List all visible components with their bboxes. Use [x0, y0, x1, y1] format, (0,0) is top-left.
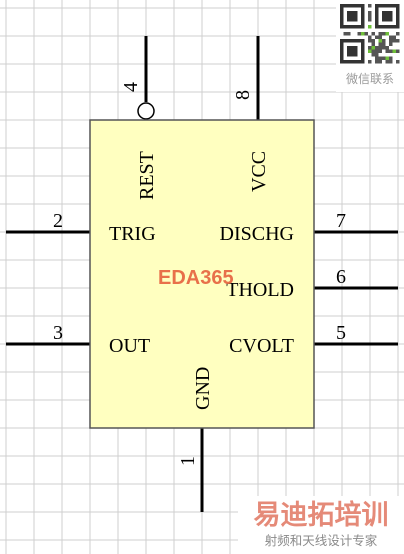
qr-module — [389, 60, 393, 64]
qr-module — [382, 46, 386, 50]
pin-6-name: THOLD — [226, 279, 294, 301]
qr-module — [382, 32, 386, 36]
qr-code-icon — [340, 4, 400, 64]
bottom-watermark-background — [238, 496, 404, 554]
qr-module — [368, 46, 372, 50]
qr-module — [368, 4, 372, 8]
qr-module — [396, 32, 400, 36]
qr-module — [368, 25, 372, 29]
component-body[interactable] — [89, 119, 315, 429]
bottom-watermark-subtitle: 射频和天线设计专家 — [265, 533, 378, 548]
qr-module — [368, 18, 372, 22]
qr-module — [378, 42, 382, 46]
pin-3-name: OUT — [109, 335, 150, 357]
qr-module — [385, 56, 389, 60]
qr-module — [389, 49, 393, 53]
qr-module — [378, 35, 382, 39]
bottom-watermark: 易迪拓培训 射频和天线设计专家 — [238, 496, 404, 554]
qr-module — [382, 42, 386, 46]
qr-module — [368, 11, 372, 15]
qr-module — [371, 53, 375, 57]
qr-module — [389, 56, 393, 60]
qr-module — [392, 39, 396, 43]
qr-module — [396, 49, 400, 53]
qr-module — [378, 60, 382, 64]
pin-8-number: 8 — [232, 90, 254, 100]
qr-watermark: 微信联系 — [336, 0, 404, 92]
qr-module — [343, 32, 347, 36]
qr-module — [368, 39, 372, 43]
qr-module — [385, 46, 389, 50]
qr-module — [389, 39, 393, 43]
qr-module — [392, 49, 396, 53]
qr-module — [364, 32, 368, 36]
qr-module — [396, 60, 400, 64]
qr-module — [375, 60, 379, 64]
pin-1-name: GND — [192, 367, 214, 410]
qr-finder-pattern — [375, 4, 400, 29]
qr-module — [375, 35, 379, 39]
qr-module — [385, 60, 389, 64]
pin-lines — [6, 36, 398, 512]
qr-module — [389, 35, 393, 39]
qr-module — [368, 14, 372, 18]
pin-4-number: 4 — [120, 82, 142, 92]
pin-1-number: 1 — [177, 456, 199, 466]
pin-5-name: CVOLT — [229, 335, 294, 357]
qr-module — [389, 42, 393, 46]
qr-module — [375, 56, 379, 60]
qr-module — [378, 56, 382, 60]
qr-module — [368, 35, 372, 39]
qr-module — [371, 39, 375, 43]
qr-module — [375, 46, 379, 50]
pin-6-number: 6 — [336, 266, 346, 288]
qr-module — [378, 49, 382, 53]
qr-module — [368, 60, 372, 64]
pin-4-name: REST — [136, 151, 158, 200]
qr-module — [371, 49, 375, 53]
pin-5-number: 5 — [336, 322, 346, 344]
qr-module — [375, 53, 379, 57]
qr-module — [378, 46, 382, 50]
pin-names: REST VCC TRIG DISCHG THOLD OUT CVOLT GND — [109, 151, 294, 410]
qr-module — [382, 39, 386, 43]
qr-module — [371, 46, 375, 50]
bottom-watermark-title: 易迪拓培训 — [254, 500, 389, 530]
qr-module — [378, 39, 382, 43]
pin-2-name: TRIG — [109, 223, 156, 245]
qr-module — [378, 32, 382, 36]
pin-7-number: 7 — [336, 210, 346, 232]
pin-4-inversion-bubble — [137, 102, 155, 120]
pin-7-name: DISCHG — [220, 223, 294, 245]
qr-finder-pattern — [340, 39, 365, 64]
qr-caption: 微信联系 — [346, 72, 394, 86]
qr-module — [361, 32, 365, 36]
eda365-watermark-label: EDA365 — [158, 267, 234, 289]
qr-module — [371, 32, 375, 36]
pin-2-number: 2 — [53, 210, 63, 232]
qr-module — [396, 39, 400, 43]
qr-module — [368, 49, 372, 53]
pin-3-number: 3 — [53, 322, 63, 344]
qr-module — [375, 49, 379, 53]
qr-finder-pattern — [340, 4, 365, 29]
qr-module — [385, 32, 389, 36]
qr-module — [371, 42, 375, 46]
pin-8-name: VCC — [248, 151, 270, 192]
pin-numbers: 4 8 2 7 6 3 5 1 — [53, 82, 346, 466]
qr-module — [385, 49, 389, 53]
qr-module — [357, 32, 361, 36]
qr-module — [382, 56, 386, 60]
qr-module — [347, 32, 351, 36]
qr-module — [392, 35, 396, 39]
